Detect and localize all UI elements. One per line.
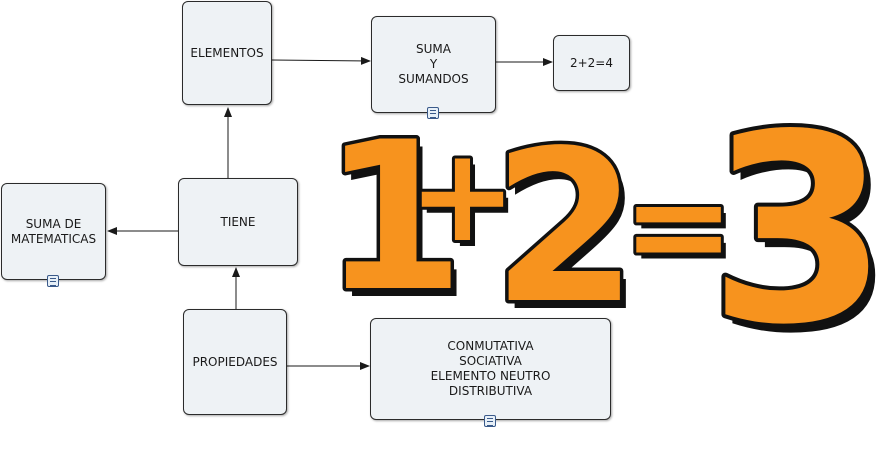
node-elementos[interactable]: ELEMENTOS: [182, 1, 272, 105]
node-ejemplo[interactable]: 2+2=4: [553, 35, 630, 91]
node-lista-propiedades[interactable]: CONMUTATIVA SOCIATIVA ELEMENTO NEUTRO DI…: [370, 318, 611, 420]
node-suma-y-sumandos[interactable]: SUMA Y SUMANDOS: [371, 16, 496, 113]
connector-elementos-to-suma: [271, 56, 371, 65]
illustration-one: 1: [328, 107, 471, 345]
illustration-equals-fill: =: [622, 147, 735, 304]
node-propiedades-label: PROPIEDADES: [192, 354, 278, 369]
node-tiene[interactable]: TIENE: [178, 178, 298, 266]
note-icon[interactable]: [484, 415, 496, 427]
illustration-equals: =: [627, 153, 740, 310]
illustration-three: 3: [715, 100, 883, 391]
illustration-two-fill: 2: [492, 105, 638, 350]
note-icon[interactable]: [427, 107, 439, 119]
node-lista-propiedades-label: CONMUTATIVA SOCIATIVA ELEMENTO NEUTRO DI…: [430, 339, 551, 398]
node-suma-y-sumandos-label: SUMA Y SUMANDOS: [398, 42, 469, 86]
illustration-three-fill: 3: [708, 100, 883, 382]
node-suma-de-matematicas[interactable]: SUMA DE MATEMATICAS: [1, 183, 106, 280]
node-tiene-label: TIENE: [220, 214, 256, 229]
illustration-plus: +: [413, 125, 522, 277]
illustration-two: 2: [498, 113, 644, 358]
note-icon[interactable]: [47, 275, 59, 287]
node-suma-de-matematicas-label: SUMA DE MATEMATICAS: [10, 216, 97, 246]
illustration-one-fill: 1: [322, 100, 465, 337]
node-propiedades[interactable]: PROPIEDADES: [183, 309, 287, 415]
math-illustration: 1 1 + + 2 2 = = 3 3: [319, 100, 883, 391]
illustration-plus-fill: +: [408, 119, 517, 271]
node-elementos-label: ELEMENTOS: [190, 45, 264, 60]
node-ejemplo-label: 2+2=4: [569, 55, 613, 70]
